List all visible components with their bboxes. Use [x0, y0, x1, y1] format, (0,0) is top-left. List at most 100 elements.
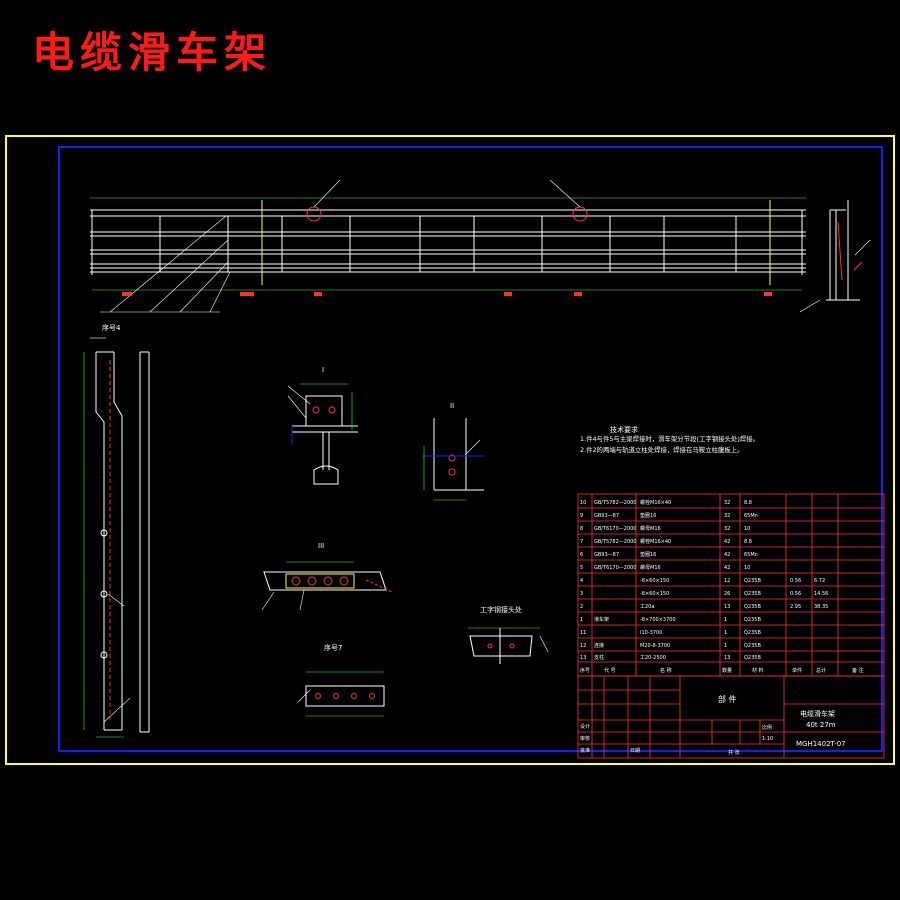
cell: 4 [580, 578, 583, 584]
check-label: 审核 [580, 735, 590, 742]
design-label: 设计 [580, 723, 590, 730]
cell: 6.72 [814, 578, 825, 584]
cell: 32 [724, 513, 730, 519]
seq7-label: 序号7 [324, 643, 342, 652]
cell: 工20a [640, 604, 654, 610]
beam-joint-view [468, 627, 549, 664]
table-row: 6 GB93—87 垫圈16 42 65Mn [580, 551, 758, 558]
outer-frame [5, 135, 895, 765]
elevation-dim-marks [122, 292, 772, 296]
cell: 13 [724, 655, 730, 661]
cell: 3 [580, 591, 583, 597]
side-view [799, 200, 871, 313]
scale-value: 1:10 [762, 736, 773, 742]
cell: 7 [580, 539, 583, 545]
parts-table-grid [577, 493, 885, 677]
cell: 42 [724, 552, 730, 558]
table-row: 13 支柱 工20-2500 13 Q235B [580, 654, 761, 661]
cell: 42 [724, 539, 730, 545]
cell: 连接 [594, 642, 604, 649]
parts-header: 序号 代 号 名 称 数量 材 料 单件 总计 备 注 [580, 667, 864, 674]
parts-header-cell: 数量 [722, 667, 732, 674]
cell: 13 [724, 604, 730, 610]
cell: -8×700×3700 [640, 617, 676, 623]
cell: 13 [580, 655, 586, 661]
section-III-label: III [318, 542, 324, 550]
cell: -8×60×150 [640, 591, 669, 597]
table-row: 5 GB/T6170—2000 螺母M16 42 10 [580, 564, 750, 571]
cell: Q235B [744, 604, 761, 610]
cell: 0.56 [790, 591, 801, 597]
sheet-label: 共 张 [728, 749, 740, 756]
parts-header-cell: 单件 [792, 667, 802, 674]
section-II-label: II [450, 402, 454, 410]
title-block-grid [577, 675, 885, 759]
notes-line-2: 2.件2的两端与轨道立柱处焊接，焊接在马鞍立柱腹板上。 [580, 445, 744, 454]
notes-heading: 技术要求 [610, 425, 638, 434]
cell: 2.95 [790, 604, 801, 610]
drawing-sub: 40t 27m [806, 721, 836, 729]
cell: 32 [724, 500, 730, 506]
cell: 12 [580, 643, 586, 649]
cell: M20-8-3700 [640, 643, 670, 649]
seq7-view [297, 671, 385, 717]
cell: Q235B [744, 617, 761, 623]
table-row: 2 工20a 13 Q235B 2.95 38.35 [580, 604, 828, 610]
parts-header-cell: 名 称 [660, 667, 672, 674]
cell: Q235B [744, 578, 761, 584]
section-III-view [261, 561, 393, 611]
cell: 螺栓M16×40 [640, 499, 671, 506]
cell: 10 [580, 500, 586, 506]
cell: GB93—87 [594, 552, 619, 558]
cell: 支柱 [594, 654, 604, 661]
cell: GB/T6170—2000 [594, 565, 637, 571]
cell: 8.8 [744, 539, 752, 545]
cell: 14.56 [814, 591, 828, 597]
cell: 10 [744, 565, 750, 571]
parts-header-cell: 总计 [816, 667, 826, 674]
parts-header-cell: 序号 [580, 667, 590, 674]
table-row: 7 GB/T5782—2000 螺栓M16×40 42 8.8 [580, 538, 752, 545]
part-label: 部 件 [718, 694, 737, 704]
drawing-number: MGH1402T-07 [796, 740, 846, 748]
parts-header-cell: 备 注 [852, 667, 864, 674]
cell: 65Mn [744, 552, 758, 558]
table-row: 3 -8×60×150 26 Q235B 0.56 14.56 [580, 591, 828, 597]
cell: 垫圈16 [640, 512, 656, 519]
table-row: 9 GB93—87 垫圈16 32 65Mn [580, 512, 758, 519]
cell: 6 [580, 552, 583, 558]
cell: 38.35 [814, 604, 828, 610]
parts-header-cell: 代 号 [604, 667, 616, 674]
cell: GB/T5782—2000 [594, 500, 637, 506]
elevation-view [90, 179, 806, 313]
cell: 0.56 [790, 578, 801, 584]
cell: -8×60×150 [640, 578, 669, 584]
cell: 5 [580, 565, 583, 571]
seq4-label: 序号4 [102, 323, 121, 332]
cell: GB93—87 [594, 513, 619, 519]
cell: 42 [724, 565, 730, 571]
cell: 1 [724, 643, 727, 649]
table-row: 12 连接 M20-8-3700 1 Q235B [580, 642, 761, 649]
cell: GB/T5782—2000 [594, 539, 637, 545]
section-II-view [422, 418, 484, 501]
table-row: 10 GB/T5782—2000 螺栓M16×40 32 8.8 [580, 499, 752, 506]
cell: 12 [724, 578, 730, 584]
cell: 1 [580, 617, 583, 623]
drawing-title: 电缆滑车架 [32, 28, 273, 77]
cell: 11 [580, 630, 586, 636]
cell: GB/T6170—2000 [594, 526, 637, 532]
cell: 8.8 [744, 500, 752, 506]
cell: 1 [724, 630, 727, 636]
cell: 8 [580, 526, 583, 532]
table-row: 4 -8×60×150 12 Q235B 0.56 6.72 [580, 578, 825, 584]
parts-rows: 10 GB/T5782—2000 螺栓M16×40 32 8.8 9 GB93—… [580, 499, 828, 661]
cell: 滑车架 [594, 616, 609, 623]
seq4-view [83, 337, 150, 738]
scale-label: 比例 [762, 724, 772, 731]
beam-joint-label: 工字钢接头处 [480, 605, 522, 614]
inner-border [58, 146, 883, 752]
cell: Q235B [744, 630, 761, 636]
cell: 螺母M16 [640, 525, 661, 532]
